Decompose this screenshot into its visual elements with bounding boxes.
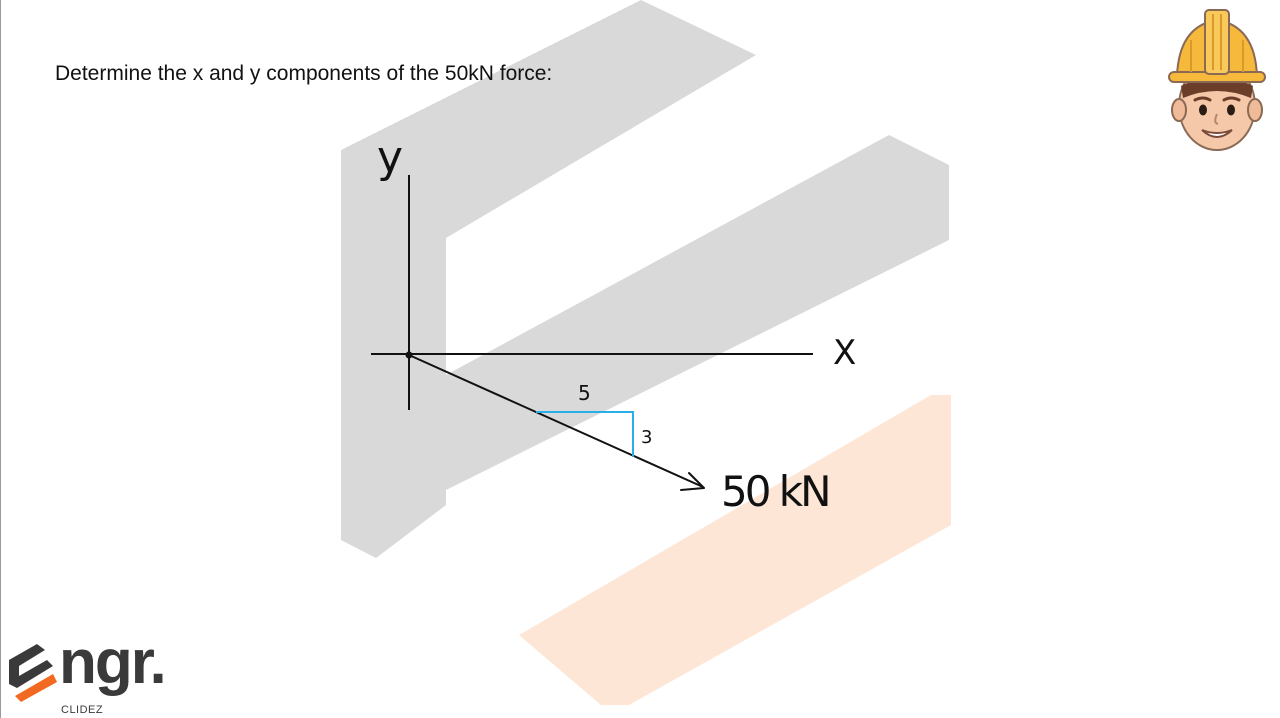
brand-e-mark-icon bbox=[9, 644, 57, 702]
engineer-mascot-icon bbox=[1168, 9, 1266, 151]
problem-prompt: Determine the x and y components of the … bbox=[55, 62, 553, 85]
brand-logo: ngr. CLIDEZ bbox=[7, 630, 177, 716]
force-arrowhead bbox=[680, 472, 705, 491]
slope-run-label: 5 bbox=[578, 381, 591, 405]
force-magnitude-label: 50 kN bbox=[721, 467, 829, 516]
force-vector bbox=[408, 354, 704, 488]
y-axis-label: y bbox=[377, 132, 403, 183]
x-axis-label: X bbox=[833, 333, 856, 373]
watermark-orange-shape bbox=[519, 395, 951, 705]
watermark-gray-shape bbox=[341, 0, 949, 558]
slope-triangle bbox=[536, 411, 634, 457]
slope-rise-label: 3 bbox=[641, 427, 652, 448]
brand-tagline: CLIDEZ bbox=[61, 704, 104, 716]
brand-wordmark: ngr. bbox=[59, 628, 167, 697]
